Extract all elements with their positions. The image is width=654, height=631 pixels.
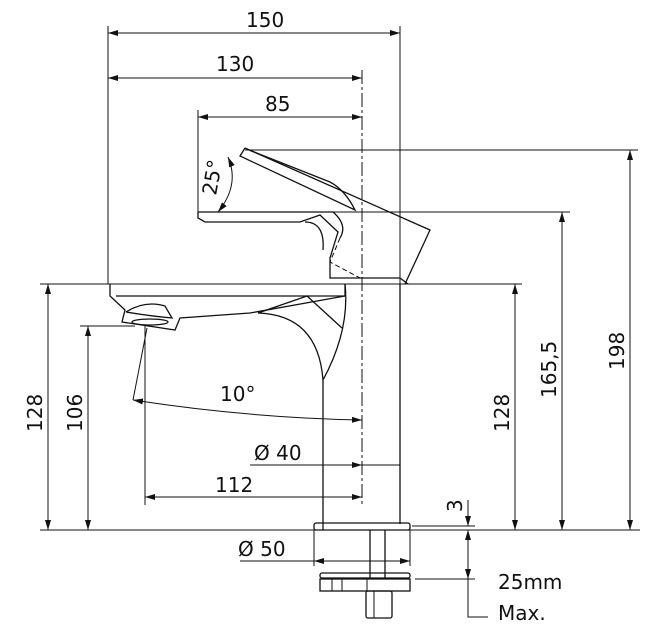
mounting-hardware bbox=[319, 530, 411, 619]
deck-thickness-max-label: Max. bbox=[498, 601, 546, 625]
dim-3: 3 bbox=[443, 499, 467, 512]
dimension-lines bbox=[45, 30, 633, 618]
deck-thickness-label: 25mm bbox=[498, 570, 562, 594]
dim-128-left: 128 bbox=[23, 394, 47, 432]
faucet-lever bbox=[197, 147, 431, 285]
extension-lines bbox=[40, 26, 640, 580]
faucet-body bbox=[109, 283, 411, 531]
dim-128-right: 128 bbox=[490, 394, 514, 432]
dim-10-degree: 10° bbox=[220, 382, 255, 406]
dim-106: 106 bbox=[63, 394, 87, 432]
dim-diameter-40: Ø 40 bbox=[254, 441, 302, 465]
dim-diameter-50: Ø 50 bbox=[238, 537, 286, 561]
dim-25-degree: 25° bbox=[197, 158, 227, 197]
dim-150: 150 bbox=[246, 8, 284, 32]
dim-130: 130 bbox=[216, 52, 254, 76]
dim-112: 112 bbox=[215, 473, 253, 497]
dim-198: 198 bbox=[605, 332, 629, 370]
dim-165-5: 165,5 bbox=[537, 341, 561, 398]
dim-85: 85 bbox=[265, 92, 290, 116]
